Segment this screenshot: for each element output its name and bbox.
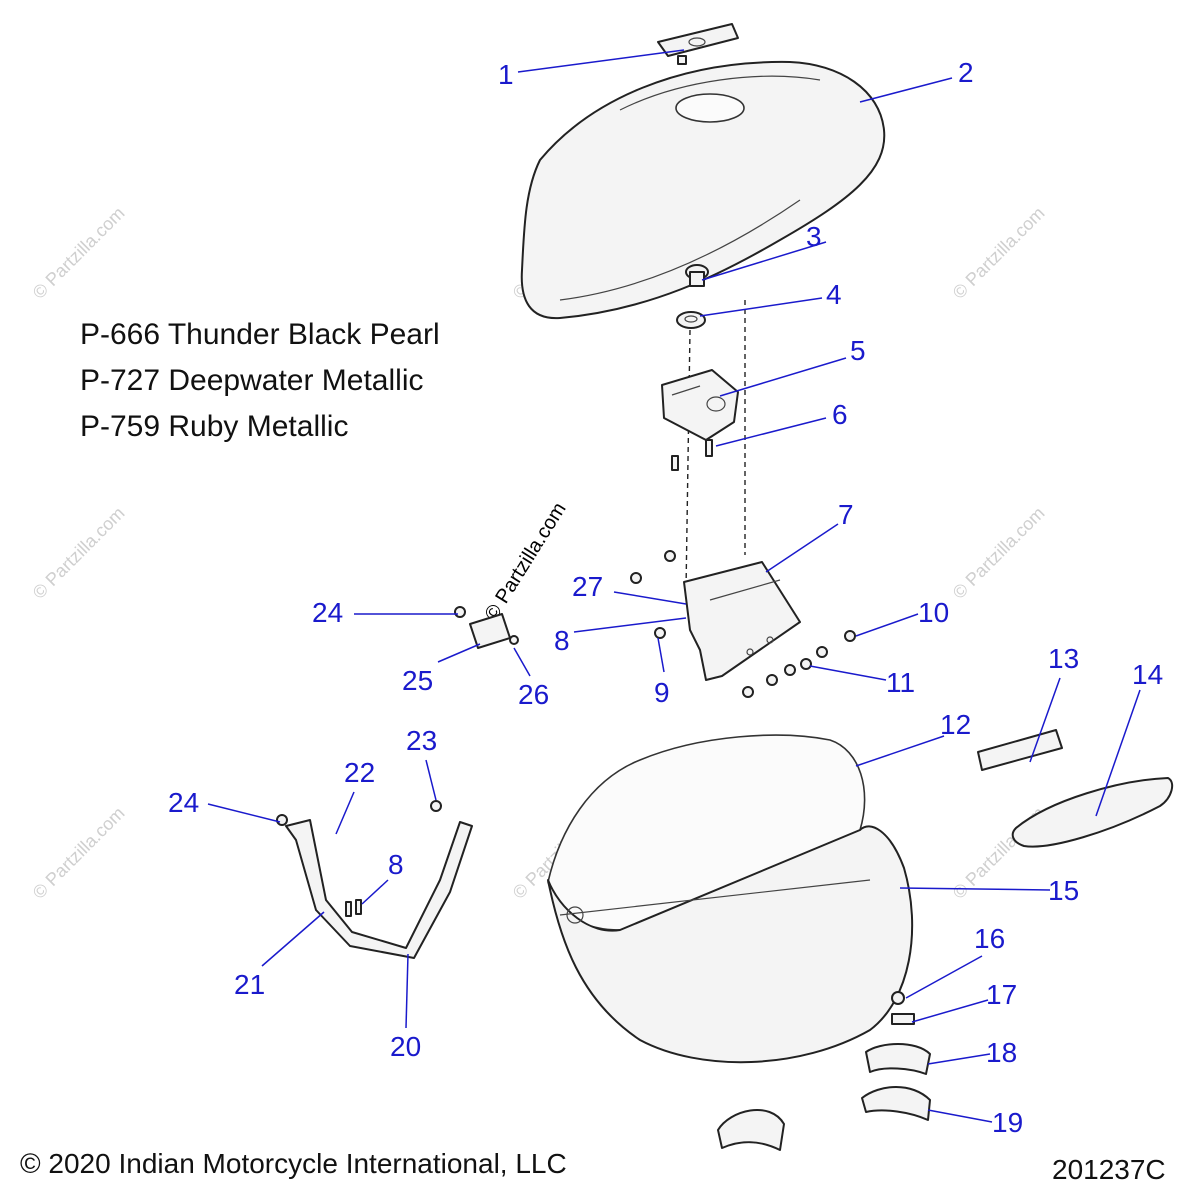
callout-9: 9 bbox=[654, 677, 670, 708]
part-6-screw bbox=[705, 439, 713, 457]
watermark: © Partzilla.com bbox=[29, 803, 129, 903]
part-16-bolt bbox=[891, 991, 905, 1005]
callout-1: 1 bbox=[498, 59, 514, 90]
callout-21: 21 bbox=[234, 969, 265, 1000]
callout-17: 17 bbox=[986, 979, 1017, 1010]
callout-22: 22 bbox=[344, 757, 375, 788]
callout-8-b: 8 bbox=[388, 849, 404, 880]
callout-20: 20 bbox=[390, 1031, 421, 1062]
part-3-knob bbox=[685, 264, 709, 287]
callout-4: 4 bbox=[826, 279, 842, 310]
callout-12: 12 bbox=[940, 709, 971, 740]
bumper-extra bbox=[717, 1108, 785, 1151]
watermark-main: © Partzilla.com bbox=[481, 499, 571, 625]
leader-lines bbox=[207, 49, 1141, 1123]
callout-10: 10 bbox=[918, 597, 949, 628]
callout-27: 27 bbox=[572, 571, 603, 602]
watermark: © Partzilla.com bbox=[949, 503, 1049, 603]
callout-16: 16 bbox=[974, 923, 1005, 954]
callout-23: 23 bbox=[406, 725, 437, 756]
callout-14: 14 bbox=[1132, 659, 1163, 690]
watermark: © Partzilla.com bbox=[29, 503, 129, 603]
callout-11: 11 bbox=[886, 667, 915, 698]
callout-24-b: 24 bbox=[168, 787, 199, 818]
callout-2: 2 bbox=[958, 57, 974, 88]
part-4-washer bbox=[676, 311, 706, 329]
copyright-notice: © 2020 Indian Motorcycle International, … bbox=[20, 1148, 567, 1179]
callout-7: 7 bbox=[838, 499, 854, 530]
callout-15: 15 bbox=[1048, 875, 1079, 906]
callouts: 1 2 3 4 5 6 7 8 9 10 11 12 13 14 15 16 1… bbox=[168, 57, 1163, 1138]
callout-19: 19 bbox=[992, 1107, 1023, 1138]
part-14-emblem bbox=[1011, 777, 1174, 848]
part-15-saddlebag bbox=[547, 825, 914, 1064]
callout-25: 25 bbox=[402, 665, 433, 696]
part-1-cap bbox=[657, 23, 739, 65]
part-19-bumper bbox=[861, 1086, 931, 1121]
watermark: © Partzilla.com bbox=[29, 203, 129, 303]
callout-24: 24 bbox=[312, 597, 343, 628]
part-13-trim bbox=[977, 729, 1063, 771]
part-20-21-bracket bbox=[276, 800, 473, 959]
paint-code-line: P-759 Ruby Metallic bbox=[80, 410, 349, 443]
part-25-bracket bbox=[454, 606, 519, 649]
fasteners bbox=[630, 550, 856, 698]
part-17-plate bbox=[891, 1013, 915, 1025]
callout-5: 5 bbox=[850, 335, 866, 366]
part-5-lock-housing bbox=[661, 369, 739, 441]
part-6-screw-2 bbox=[671, 455, 679, 471]
part-2-lid bbox=[520, 60, 886, 320]
diagram-id: 201237C bbox=[1052, 1154, 1166, 1185]
part-7-hinge-plate bbox=[683, 561, 801, 681]
callout-13: 13 bbox=[1048, 643, 1079, 674]
callout-8: 8 bbox=[554, 625, 570, 656]
paint-code-line: P-727 Deepwater Metallic bbox=[80, 364, 424, 397]
part-18-bumper bbox=[865, 1043, 931, 1075]
paint-code-line: P-666 Thunder Black Pearl bbox=[80, 318, 440, 351]
callout-3: 3 bbox=[806, 221, 822, 252]
callout-26: 26 bbox=[518, 679, 549, 710]
paint-code-legend: P-666 Thunder Black Pearl P-727 Deepwate… bbox=[80, 312, 440, 450]
callout-18: 18 bbox=[986, 1037, 1017, 1068]
watermark: © Partzilla.com bbox=[949, 203, 1049, 303]
callout-6: 6 bbox=[832, 399, 848, 430]
